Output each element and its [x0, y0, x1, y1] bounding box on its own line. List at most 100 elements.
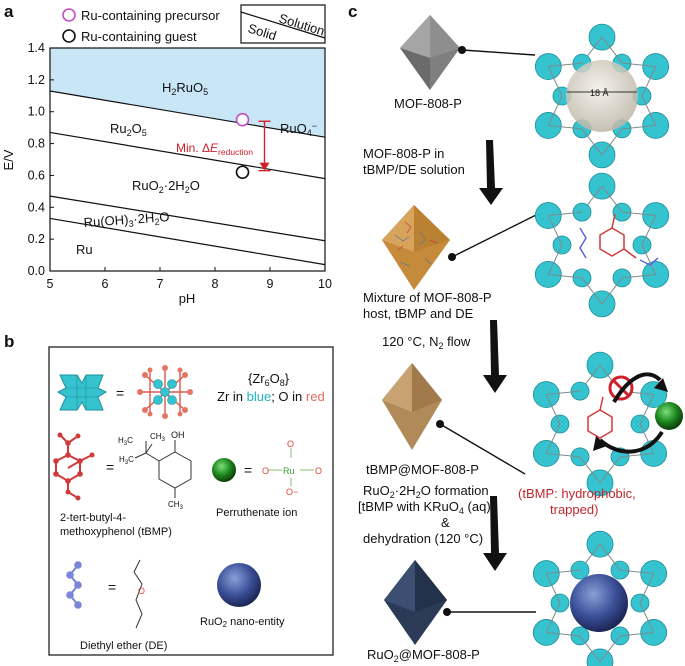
mof-linker	[601, 128, 623, 156]
region-ruo2h2o: RuO2·2H2O	[132, 178, 200, 195]
sbu-cyan-icon	[56, 374, 108, 411]
boundary-lines	[49, 90, 326, 266]
legend-precursor-label: Ru-containing precursor	[81, 8, 220, 23]
y-tick-label: 1.4	[28, 41, 45, 55]
mof-linker	[619, 631, 654, 637]
mof-linker	[601, 185, 623, 213]
mof-linker	[599, 635, 621, 663]
x-tick-label: 10	[318, 277, 332, 291]
x-tick-label: 5	[47, 277, 54, 291]
plot-frame	[49, 47, 326, 272]
guest-marker-icon	[62, 29, 76, 43]
exchange-arrow-top-icon	[612, 372, 662, 404]
mof-framework-4	[532, 530, 668, 666]
de-ball-stick-icon	[66, 561, 82, 609]
equals-tbmp: =	[106, 459, 114, 475]
ruo2-nano-sphere-icon	[217, 563, 261, 607]
mof-linker	[546, 390, 581, 396]
y-axis-ticks: 0.00.20.40.60.81.01.21.4	[28, 41, 54, 278]
guest-point	[235, 165, 250, 180]
mof-linker	[579, 635, 601, 663]
mof-linker	[548, 124, 583, 130]
mof-linker	[545, 423, 561, 454]
boundary-line-2	[49, 131, 326, 180]
mof-linker	[547, 66, 563, 97]
mof-linker	[621, 211, 656, 217]
mof-linker	[579, 456, 601, 484]
mof-linker	[639, 394, 655, 425]
boundary-line-1	[49, 90, 326, 138]
de-structure-icon	[133, 559, 143, 629]
mof-label: MOF-808-P	[394, 96, 462, 111]
mof-linker	[619, 452, 654, 458]
x-tick-label: 9	[267, 277, 274, 291]
x-tick-label: 7	[157, 277, 164, 291]
octahedron-navy-icon	[384, 560, 447, 645]
mof-linker	[601, 36, 623, 64]
region-ru2o5: Ru2O5	[110, 121, 147, 138]
trapped-line1: (tBMP: hydrophobic,	[518, 486, 636, 501]
mof-linker	[641, 66, 657, 97]
panel-c-label: c	[348, 2, 357, 21]
y-tick-label: 1.0	[28, 105, 45, 119]
tbmp-name-line1: 2-tert-butyl-4-	[60, 512, 126, 524]
tbmp-oh: OH	[171, 430, 185, 440]
mof-linker	[548, 273, 583, 279]
x-axis-label: pH	[179, 291, 196, 306]
min-delta-e-label: Min. ΔEreduction	[176, 141, 253, 157]
guest-tbmp-in-mof-icon	[599, 213, 637, 259]
mof-linker	[599, 543, 621, 571]
mof-linker	[581, 128, 603, 156]
perruthenate-label: Perruthenate ion	[216, 507, 297, 519]
mof-linker	[548, 62, 583, 68]
mof-linker	[545, 573, 561, 604]
mof-framework-1	[534, 23, 670, 169]
mof-linker	[545, 602, 561, 633]
guest-tbmp-trapped-icon	[587, 396, 613, 439]
region-h2ruo5: H2RuO5	[162, 80, 208, 97]
trapped-line2: trapped)	[550, 502, 598, 517]
legend-guest: Ru-containing guest	[62, 29, 197, 44]
mof-linker	[581, 277, 603, 305]
mof-linker	[547, 95, 563, 126]
mof-linker	[601, 277, 623, 305]
mof-linker	[641, 244, 657, 275]
mof-linker	[639, 423, 655, 454]
zr6o8-cluster-icon	[137, 365, 193, 419]
equals-perruthenate: =	[244, 462, 252, 478]
exchange-arrow-bottom-icon	[598, 430, 664, 454]
y-tick-label: 1.2	[28, 73, 45, 87]
tbmp-h3c-left: H3C	[119, 455, 134, 466]
step3-line2: [tBMP with KRuO4 (aq)]	[358, 499, 494, 516]
mof-linker	[641, 215, 657, 246]
step3-line1: RuO2·2H2O formation	[363, 483, 489, 500]
pore-size-label: 18 Å	[590, 88, 609, 98]
mof-linker	[547, 244, 563, 275]
equals-sbu: =	[116, 385, 124, 401]
de-o: O	[138, 586, 145, 596]
mof-linker	[639, 602, 655, 633]
mof-linker	[599, 456, 621, 484]
de-label: Diethyl ether (DE)	[80, 640, 167, 652]
mof-linker	[546, 631, 581, 637]
solution-solid-box: Solution Solid	[240, 4, 326, 44]
perruthenate-sphere-icon	[655, 402, 683, 430]
equals-de: =	[108, 579, 116, 595]
octahedron-mixture-icon	[382, 205, 450, 290]
perru-o-minus: O−	[286, 487, 298, 497]
y-tick-label: 0.2	[28, 232, 45, 246]
no-entry-icon	[608, 375, 634, 401]
zr6o8-formula: {Zr6O8}	[248, 371, 290, 388]
y-tick-label: 0.6	[28, 168, 45, 182]
step2-label: 120 °C, N2 flow	[382, 334, 471, 351]
mof-linker	[639, 573, 655, 604]
reduction-arrowhead-icon	[259, 162, 270, 171]
y-axis-label: E/V	[1, 149, 16, 170]
mof-linker	[621, 124, 656, 130]
process-arrows	[479, 140, 507, 571]
exchange-arrowhead-bottom-icon	[593, 436, 607, 451]
y-tick-label: 0.8	[28, 137, 45, 151]
step3-line3: &	[441, 515, 450, 530]
x-tick-label: 8	[212, 277, 219, 291]
